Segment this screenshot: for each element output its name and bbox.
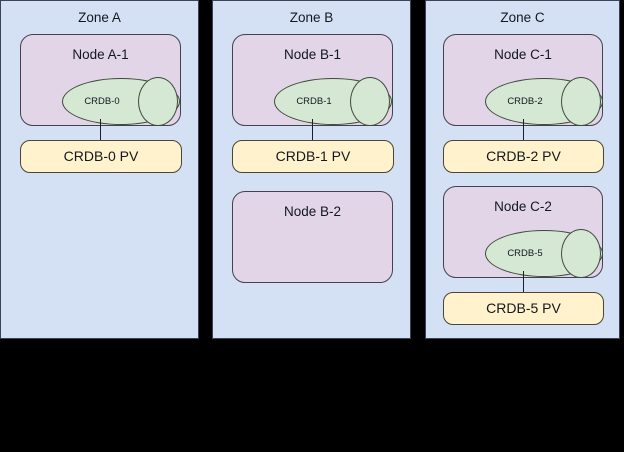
zone-title-a: Zone A <box>78 10 121 25</box>
node-title-c-1: Node C-1 <box>494 47 552 62</box>
pv-label-crdb-2-pv: CRDB-2 PV <box>486 148 561 164</box>
node-title-b-1: Node B-1 <box>283 47 342 62</box>
database-cylinder-crdb-0[interactable]: CRDB-0 <box>62 77 180 126</box>
zone-title-c: Zone C <box>500 10 545 25</box>
database-label-crdb-2: CRDB-2 <box>507 95 543 107</box>
pv-box-crdb-1-pv[interactable]: CRDB-1 PV <box>232 140 394 173</box>
connector-node-b-1-to-crdb-1-pv <box>312 119 313 141</box>
zone-panel-c[interactable]: Zone C Node C-1 CRDB-2 CRDB-2 PV Node C-… <box>425 0 620 339</box>
node-box-a-1[interactable]: Node A-1 CRDB-0 <box>20 34 181 126</box>
node-title-b-2: Node B-2 <box>283 204 342 219</box>
database-cylinder-crdb-1[interactable]: CRDB-1 <box>274 77 392 126</box>
node-box-c-1[interactable]: Node C-1 CRDB-2 <box>443 34 603 126</box>
pv-label-crdb-5-pv: CRDB-5 PV <box>486 300 561 316</box>
node-box-c-2[interactable]: Node C-2 CRDB-5 <box>443 186 603 278</box>
pv-box-crdb-2-pv[interactable]: CRDB-2 PV <box>443 140 604 173</box>
database-label-crdb-0: CRDB-0 <box>84 95 120 107</box>
zone-panel-a[interactable]: Zone A Node A-1 CRDB-0 CRDB-0 PV <box>0 0 199 339</box>
database-cylinder-crdb-5[interactable]: CRDB-5 <box>485 229 603 278</box>
node-title-a-1: Node A-1 <box>72 47 129 62</box>
pv-label-crdb-1-pv: CRDB-1 PV <box>275 148 351 164</box>
zone-title-b: Zone B <box>289 10 334 25</box>
node-title-c-2: Node C-2 <box>494 199 552 214</box>
connector-node-c-1-to-crdb-2-pv <box>523 119 524 141</box>
node-box-b-2[interactable]: Node B-2 <box>232 191 393 283</box>
cylinder-end-cap <box>561 229 601 278</box>
pv-box-crdb-0-pv[interactable]: CRDB-0 PV <box>20 140 182 173</box>
connector-node-c-2-to-crdb-5-pv <box>523 271 524 293</box>
cylinder-end-cap <box>138 77 178 126</box>
database-cylinder-crdb-2[interactable]: CRDB-2 <box>485 77 603 126</box>
cylinder-end-cap <box>350 77 390 126</box>
pv-label-crdb-0-pv: CRDB-0 PV <box>63 148 139 164</box>
zone-panel-b[interactable]: Zone B Node B-1 CRDB-1 CRDB-1 PV Node B-… <box>212 0 411 339</box>
connector-node-a-1-to-crdb-0-pv <box>100 119 101 141</box>
cylinder-end-cap <box>561 77 601 126</box>
database-label-crdb-5: CRDB-5 <box>507 247 543 259</box>
database-label-crdb-1: CRDB-1 <box>296 95 332 107</box>
pv-box-crdb-5-pv[interactable]: CRDB-5 PV <box>443 292 604 325</box>
node-box-b-1[interactable]: Node B-1 CRDB-1 <box>232 34 393 126</box>
